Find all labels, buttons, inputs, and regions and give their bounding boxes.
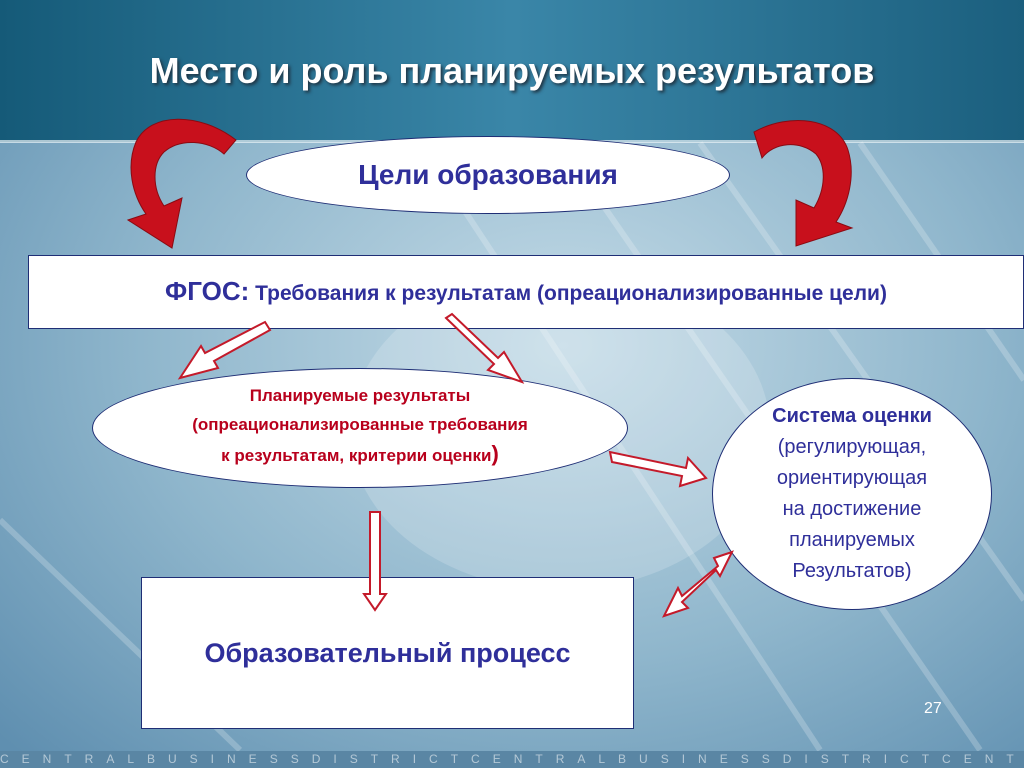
goals-label: Цели образования	[358, 159, 618, 190]
process-label: Образовательный процесс	[204, 637, 571, 668]
evaluation-line-4: планируемых	[789, 529, 915, 551]
evaluation-line-5: Результатов)	[792, 560, 912, 582]
fgos-text: ФГОС: Требования к результатам (опреацио…	[165, 274, 887, 311]
evaluation-line-3: на достижение	[782, 498, 922, 520]
goals-ellipse: Цели образования	[246, 136, 730, 214]
evaluation-line-1: (регулирующая,	[777, 436, 927, 458]
evaluation-title: Система оценки	[772, 405, 932, 427]
footer-watermark-text: CENTRALBUSINESSDISTRICTCENTRALBUSINESSDI…	[0, 751, 1024, 768]
educational-process-box: Образовательный процесс	[141, 577, 634, 729]
planned-close-paren: )	[491, 440, 499, 466]
planned-line-1: Планируемые результаты	[249, 385, 471, 405]
fgos-label: ФГОС:	[165, 275, 250, 306]
slide-title: Место и роль планируемых результатов	[149, 50, 875, 91]
evaluation-text: Система оценки (регулирующая, ориентирую…	[772, 401, 932, 587]
planned-results-ellipse: Планируемые результаты (опреационализиро…	[92, 368, 628, 488]
fgos-requirements: Требования к результатам (опреационализи…	[249, 281, 887, 305]
fgos-box: ФГОС: Требования к результатам (опреацио…	[28, 255, 1024, 329]
planned-line-2: (опреационализированные требования	[192, 414, 528, 434]
page-number: 27	[924, 700, 942, 717]
evaluation-system-ellipse: Система оценки (регулирующая, ориентирую…	[712, 378, 992, 610]
planned-results-text: Планируемые результаты (опреационализиро…	[192, 381, 528, 470]
planned-line-3: к результатам, критерии оценки	[221, 445, 492, 465]
evaluation-line-2: ориентирующая	[776, 467, 928, 489]
